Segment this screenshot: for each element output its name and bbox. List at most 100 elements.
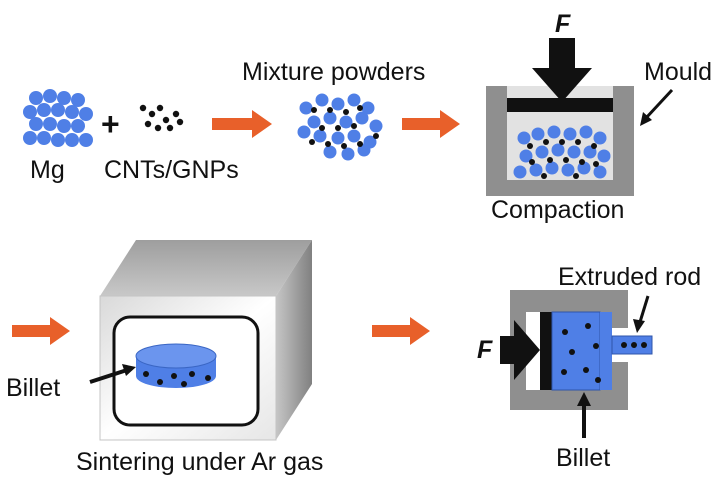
mixture-mg-particle (297, 125, 311, 139)
mg-particle (43, 117, 57, 131)
billet-label-left: Billet (6, 374, 60, 402)
cnts-gnps-label: CNTs/GNPs (104, 156, 239, 184)
mixture-mg-particle (369, 119, 383, 133)
cnt-particle (154, 124, 162, 132)
mould-pointer-head (640, 112, 652, 126)
mould-cnt-particle (527, 143, 533, 149)
mg-particle (29, 91, 43, 105)
force-label-side: F (477, 336, 493, 364)
mould-cnt-particle (575, 139, 581, 145)
mg-particle (51, 133, 65, 147)
mould-mg-particle (579, 125, 593, 139)
cnt-particle (176, 118, 184, 126)
mg-particle (37, 131, 51, 145)
mixture-cnt-particle (335, 125, 341, 131)
mixture-cnt-particle (327, 107, 333, 113)
mould-mg-particle (567, 145, 581, 159)
mixture-mg-particle (323, 111, 337, 125)
rod-pointer (638, 295, 650, 323)
mg-label: Mg (30, 156, 65, 184)
mixture-mg-particle (361, 101, 375, 115)
rod-pointer-head (633, 319, 645, 333)
mixture-cnt-particle (325, 141, 331, 147)
cnt-particle (144, 120, 152, 128)
mixture-mg-particle (339, 115, 353, 129)
mg-particle (65, 133, 79, 147)
mould-mg-particle (593, 165, 607, 179)
cnt-particle (139, 104, 147, 112)
mould-cnt-particle (543, 139, 549, 145)
mould-mg-particle (597, 149, 611, 163)
compaction-mould (486, 86, 634, 196)
mixture-cnt-particle (341, 143, 347, 149)
mg-particle (57, 119, 71, 133)
mixture-cnt-particle (309, 139, 315, 145)
cnt-particle (166, 124, 174, 132)
process-arrow-1 (212, 110, 272, 138)
mixture-cnt-particle (319, 125, 325, 131)
mould-mg-particle (545, 161, 559, 175)
mould-mg-particle (517, 131, 531, 145)
mixture-mg-particle (315, 93, 329, 107)
cnt-particle (172, 110, 180, 118)
process-arrow-4 (372, 317, 430, 345)
billet-pointer-left (89, 368, 128, 384)
mould-mg-particle (577, 161, 591, 175)
sintered-billet (135, 343, 217, 388)
mixture-mg-particle (355, 111, 369, 125)
billet-pointer-right-head (577, 392, 591, 406)
mg-particle-cluster (23, 89, 93, 147)
mould-mg-particle (593, 131, 607, 145)
mg-particle (51, 103, 65, 117)
mg-particle (79, 107, 93, 121)
mg-particle (65, 105, 79, 119)
mixture-mg-particle (331, 131, 345, 145)
mixture-mg-particle (307, 115, 321, 129)
mould-cnt-particle (563, 157, 569, 163)
mould-mg-particle (563, 127, 577, 141)
extrusion-die (510, 290, 653, 410)
mould-cnt-particle (547, 157, 553, 163)
billet-label-right: Billet (556, 444, 610, 472)
mixture-powders-label: Mixture powders (242, 58, 425, 86)
mg-particle (57, 91, 71, 105)
mixture-mg-particle (313, 129, 327, 143)
mould-cnt-particle (559, 139, 565, 145)
cnt-particle (148, 110, 156, 118)
cnt-particle (156, 104, 164, 112)
cnt-gnp-particle-cluster (139, 104, 184, 132)
mg-particle (29, 117, 43, 131)
mg-particle (43, 89, 57, 103)
mixture-mg-particle (341, 147, 355, 161)
mg-particle (71, 119, 85, 133)
mixture-mg-particle (347, 93, 361, 107)
force-label-top: F (555, 10, 571, 38)
mg-particle (37, 103, 51, 117)
mould-label: Mould (644, 58, 712, 86)
mixture-particle-cluster (297, 93, 383, 161)
process-arrow-3 (12, 317, 70, 345)
mixture-cnt-particle (351, 123, 357, 129)
force-arrow-side (500, 320, 540, 380)
mould-mg-particle (535, 145, 549, 159)
force-arrow-top (532, 38, 592, 102)
mg-particle (23, 131, 37, 145)
mixture-mg-particle (323, 145, 337, 159)
mould-cnt-particle (529, 159, 535, 165)
mould-mg-particle (519, 149, 533, 163)
billet-pointer-left-head (122, 364, 136, 376)
sintering-furnace (89, 240, 312, 441)
mould-particle-cluster (513, 125, 611, 179)
mixture-mg-particle (331, 97, 345, 111)
mould-mg-particle (561, 163, 575, 177)
sintering-label: Sintering under Ar gas (76, 448, 323, 476)
mixture-cnt-particle (357, 105, 363, 111)
mixture-cnt-particle (343, 109, 349, 115)
mg-particle (79, 133, 93, 147)
extrusion-billet (551, 311, 601, 391)
process-arrow-2 (402, 110, 460, 138)
mixture-mg-particle (299, 101, 313, 115)
mixture-cnt-particle (311, 107, 317, 113)
extruded-rod-label: Extruded rod (558, 263, 701, 291)
